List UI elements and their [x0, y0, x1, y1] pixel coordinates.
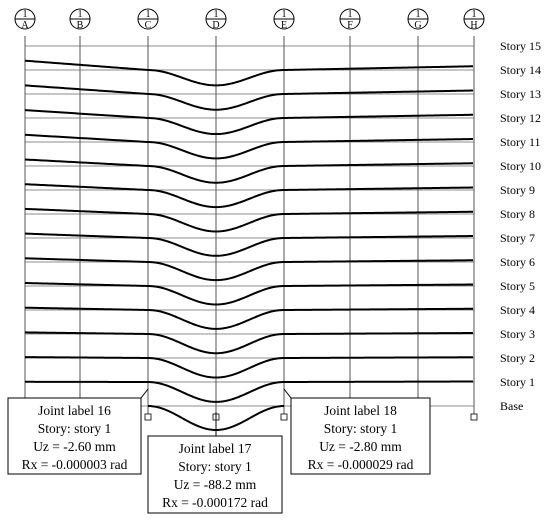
grid-bubble-letter: A: [21, 20, 29, 31]
joint-callout-line: Story: story 1: [178, 459, 252, 474]
story-label: Story 2: [500, 351, 535, 365]
joint-callout-line: Joint label 17: [179, 441, 252, 456]
support-marker: [470, 413, 478, 421]
story-label: Base: [500, 399, 523, 413]
grid-bubble-f: 1F: [339, 8, 361, 31]
deformed-shape-curve: [24, 207, 474, 233]
grid-bubble-number: 1: [472, 9, 477, 20]
deformed-shape-curve: [24, 183, 474, 209]
grid-bubble-letter: C: [145, 20, 152, 31]
deformed-shape-curve: [24, 158, 474, 184]
deformed-shape-curve: [24, 84, 474, 111]
grid-bubble-number: 1: [348, 9, 353, 20]
grid-bubble-number: 1: [23, 9, 28, 20]
grid-bubble-number: 1: [416, 9, 421, 20]
grid-bubble-letter: F: [347, 20, 353, 31]
joint-callout-line: Uz = -2.60 mm: [33, 439, 116, 454]
story-label: Story 1: [500, 375, 535, 389]
joint-callout-line: Joint label 18: [324, 403, 397, 418]
joint-callout-line: Uz = -2.80 mm: [319, 439, 402, 454]
deformed-shape-curve: [24, 109, 474, 136]
story-label: Story 7: [500, 231, 535, 245]
support-marker: [144, 413, 152, 421]
story-label: Story 8: [500, 207, 535, 221]
callout-leader: [283, 388, 292, 399]
story-label: Story 14: [500, 63, 541, 77]
story-label: Story 4: [500, 303, 535, 317]
deformed-shape-curve: [24, 257, 474, 282]
joint-callout-line: Story: story 1: [324, 421, 398, 436]
deformed-shape-curve: [24, 59, 474, 87]
story-label: Story 13: [500, 87, 541, 101]
grid-bubble-number: 1: [282, 9, 287, 20]
grid-bubble-c: 1C: [137, 8, 159, 31]
story-label: Story 5: [500, 279, 535, 293]
story-label: Story 12: [500, 111, 541, 125]
joint-callout-line: Uz = -88.2 mm: [174, 477, 257, 492]
joint-callout-box: [7, 397, 142, 475]
joint-callout-box: [147, 435, 283, 514]
grid-bubble-b: 1B: [69, 8, 91, 31]
grid-bubble-h: 1H: [463, 8, 485, 31]
grid-bubble-letter: G: [414, 20, 421, 31]
story-label: Story 9: [500, 183, 535, 197]
grid-bubble-letter: E: [281, 20, 287, 31]
deformed-shape-curve: [24, 133, 474, 160]
story-label: Story 11: [500, 135, 541, 149]
callout-leader: [140, 388, 149, 399]
joint-callout-line: Rx = -0.000172 rad: [162, 495, 268, 510]
grid-bubble-number: 1: [78, 9, 83, 20]
grid-bubble-d: 1D: [205, 8, 227, 31]
deformed-shape-curve: [25, 380, 474, 403]
joint-callout-box: [290, 397, 431, 475]
grid-bubble-letter: H: [470, 20, 477, 31]
deformed-shape-curve: [24, 306, 474, 330]
grid-bubble-number: 1: [146, 9, 151, 20]
story-label: Story 6: [500, 255, 535, 269]
deformed-shape-curve: [24, 232, 474, 257]
grid-bubble-number: 1: [214, 9, 219, 20]
joint-callout: Joint label 17 Story: story 1 Uz = -88.2 m…: [147, 435, 283, 514]
joint-callout: Joint label 16 Story: story 1 Uz = -2.60 m…: [7, 397, 142, 475]
grid-bubble-e: 1E: [273, 8, 295, 31]
grid-bubble-g: 1G: [407, 8, 429, 31]
joint-callout: Joint label 18 Story: story 1 Uz = -2.80 m…: [290, 397, 431, 475]
joint-callout-line: Story: story 1: [38, 421, 112, 436]
grid-bubble-letter: B: [77, 20, 84, 31]
support-marker: [280, 413, 288, 421]
story-label: Story 15: [500, 39, 541, 53]
story-label: Story 3: [500, 327, 535, 341]
grid-bubble-a: 1A: [14, 8, 36, 31]
joint-callout-line: Rx = -0.000029 rad: [308, 457, 414, 472]
deformed-shape-curve: [24, 282, 474, 306]
grid-bubble-letter: D: [212, 20, 219, 31]
story-label: Story 10: [500, 159, 541, 173]
joint-callout-line: Joint label 16: [38, 403, 111, 418]
deformed-shape-curve: [24, 331, 474, 355]
deformed-shape-curve: [24, 356, 474, 379]
joint-callout-line: Rx = -0.000003 rad: [22, 457, 128, 472]
